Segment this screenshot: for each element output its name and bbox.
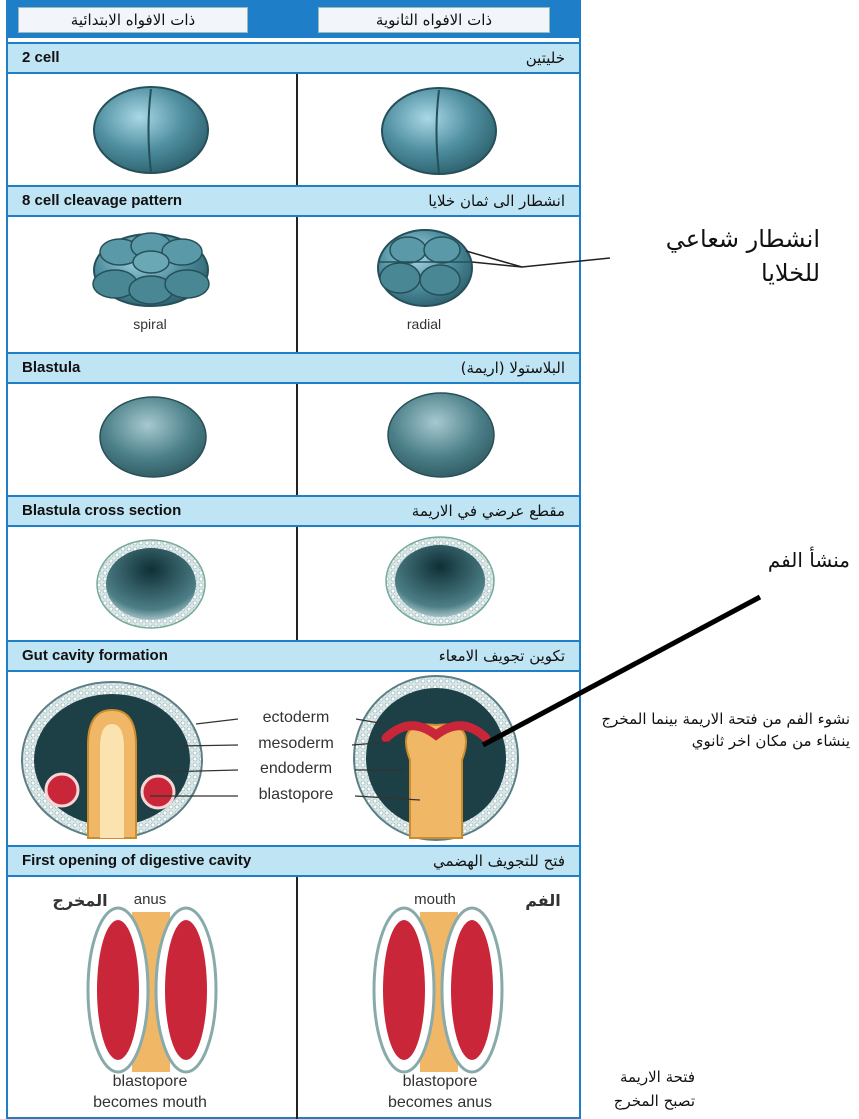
- first-opening-left: [88, 908, 216, 1072]
- caption-mouth: mouth: [395, 891, 475, 908]
- caption-left-becomes-mouth: becomes mouth: [60, 1094, 240, 1112]
- caption-anus: anus: [120, 891, 180, 908]
- label-endoderm: endoderm: [240, 760, 352, 778]
- caption-mouth-ar: الفم: [518, 891, 568, 910]
- blastula-right: [388, 393, 494, 477]
- note-blastopore-anus: فتحة الاريمة تصبح المخرج: [585, 1065, 695, 1113]
- caption-right-blastopore: blastopore: [350, 1073, 530, 1091]
- caption-left-blastopore: blastopore: [60, 1073, 240, 1091]
- label-blastopore: blastopore: [240, 786, 352, 804]
- caption-radial: radial: [392, 316, 456, 332]
- note-mouth-explanation: نشوء الفم من فتحة الاريمة بينما المخرج ي…: [600, 708, 850, 752]
- note-radial-cleavage: انشطار شعاعي للخلايا: [620, 222, 820, 290]
- radial-annotation-line: [466, 251, 610, 267]
- label-ectoderm: ectoderm: [240, 709, 352, 727]
- gut-cavity-right: [354, 676, 518, 840]
- label-mesoderm: mesoderm: [240, 735, 352, 753]
- blastula-left: [100, 397, 206, 477]
- gut-cavity-left: [22, 682, 202, 838]
- note-mouth-origin: منشأ الفم: [650, 548, 850, 572]
- caption-anus-ar: المخرج: [40, 891, 120, 910]
- cross-section-left: [97, 540, 205, 628]
- caption-right-becomes-anus: becomes anus: [350, 1094, 530, 1112]
- first-opening-right: [374, 908, 502, 1072]
- two-cell-right: [382, 88, 496, 174]
- two-cell-left: [94, 87, 208, 173]
- caption-spiral: spiral: [118, 316, 182, 332]
- eight-cell-spiral: [93, 233, 209, 306]
- cross-section-right: [386, 537, 494, 625]
- eight-cell-radial: [378, 230, 472, 306]
